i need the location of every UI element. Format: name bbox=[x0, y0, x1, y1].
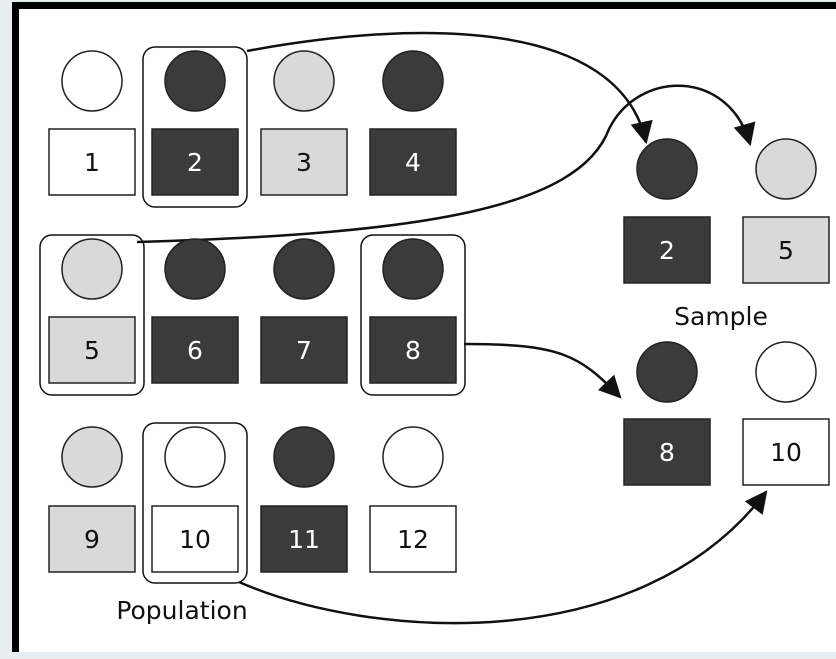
selection-outline bbox=[142, 46, 248, 208]
population-person-number: 8 bbox=[405, 336, 421, 365]
population-person-number: 3 bbox=[296, 148, 312, 177]
population-person-body bbox=[260, 505, 348, 573]
population-person-3: 3 bbox=[260, 50, 348, 196]
selection-outline bbox=[142, 422, 248, 584]
sample-group: 2 5 8 10 bbox=[623, 138, 830, 486]
population-person-9: 9 bbox=[48, 426, 136, 573]
population-person-head bbox=[164, 50, 226, 112]
sample-person-body bbox=[742, 216, 830, 284]
population-person-6: 6 bbox=[151, 238, 239, 384]
population-person-head bbox=[382, 426, 444, 488]
population-person-head bbox=[61, 50, 123, 112]
sample-person-number: 10 bbox=[770, 438, 802, 467]
population-person-number: 9 bbox=[84, 525, 100, 554]
population-person-body bbox=[369, 316, 457, 384]
population-person-head bbox=[382, 50, 444, 112]
sample-person-body bbox=[623, 418, 711, 486]
sample-person-head bbox=[636, 138, 698, 200]
sample-person-2: 2 bbox=[623, 138, 711, 284]
sample-person-number: 5 bbox=[778, 236, 794, 265]
population-person-number: 1 bbox=[84, 148, 100, 177]
sample-person-8: 8 bbox=[623, 341, 711, 486]
arrow-10-to-sample bbox=[238, 490, 768, 625]
arrow-8-to-sample bbox=[463, 342, 622, 399]
sample-person-number: 8 bbox=[659, 438, 675, 467]
population-person-7: 7 bbox=[260, 238, 348, 384]
population-person-number: 4 bbox=[405, 148, 421, 177]
population-person-body bbox=[260, 316, 348, 384]
population-person-number: 12 bbox=[397, 525, 429, 554]
sample-person-head bbox=[755, 138, 817, 200]
population-person-4: 4 bbox=[369, 50, 457, 196]
population-person-head bbox=[164, 238, 226, 300]
sample-person-head bbox=[636, 341, 698, 403]
population-person-11: 11 bbox=[260, 426, 348, 573]
population-person-head bbox=[273, 238, 335, 300]
selection-outline bbox=[39, 234, 145, 396]
arrow-5-to-sample bbox=[136, 84, 756, 244]
population-person-head bbox=[382, 238, 444, 300]
population-person-body bbox=[151, 128, 239, 196]
population-label: Population bbox=[116, 596, 247, 625]
selection-outline bbox=[360, 234, 466, 396]
population-person-head bbox=[273, 50, 335, 112]
population-person-number: 5 bbox=[84, 336, 100, 365]
population-person-number: 7 bbox=[296, 336, 312, 365]
population-person-8: 8 bbox=[369, 238, 457, 384]
population-person-body bbox=[260, 128, 348, 196]
population-person-body bbox=[369, 505, 457, 573]
population-person-body bbox=[151, 316, 239, 384]
population-person-2: 2 bbox=[151, 50, 239, 196]
population-person-number: 6 bbox=[187, 336, 203, 365]
population-person-body bbox=[369, 128, 457, 196]
population-person-head bbox=[61, 426, 123, 488]
population-person-12: 12 bbox=[369, 426, 457, 573]
population-person-number: 10 bbox=[179, 525, 211, 554]
population-person-body bbox=[48, 505, 136, 573]
population-person-head bbox=[273, 426, 335, 488]
sample-person-body bbox=[742, 418, 830, 486]
sample-person-head bbox=[755, 341, 817, 403]
population-person-10: 10 bbox=[151, 426, 239, 573]
arrow-2-to-sample bbox=[246, 31, 653, 145]
sample-person-10: 10 bbox=[742, 341, 830, 486]
population-person-body bbox=[48, 316, 136, 384]
population-person-5: 5 bbox=[48, 238, 136, 384]
sample-person-5: 5 bbox=[742, 138, 830, 284]
population-person-head bbox=[61, 238, 123, 300]
population-person-head bbox=[164, 426, 226, 488]
population-person-number: 11 bbox=[288, 525, 320, 554]
selection-arrows bbox=[136, 31, 768, 625]
population-person-body bbox=[48, 128, 136, 196]
sample-person-number: 2 bbox=[659, 236, 675, 265]
population-person-1: 1 bbox=[48, 50, 136, 196]
population-person-number: 2 bbox=[187, 148, 203, 177]
population-person-body bbox=[151, 505, 239, 573]
sample-person-body bbox=[623, 216, 711, 284]
sample-label: Sample bbox=[674, 302, 768, 331]
